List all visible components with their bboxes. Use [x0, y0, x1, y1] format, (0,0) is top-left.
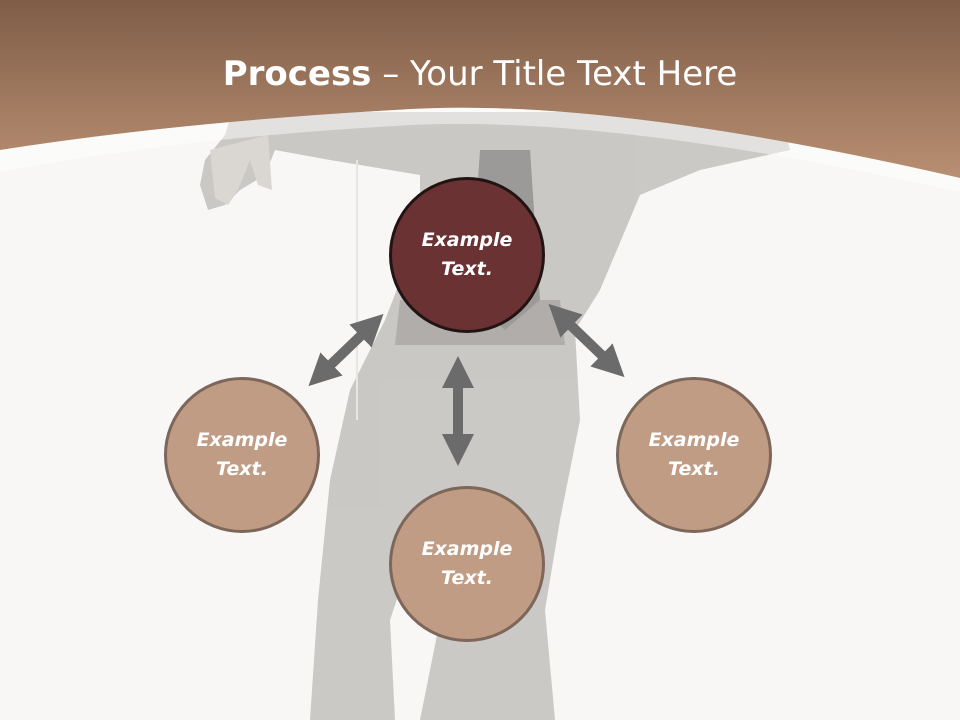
slide-title: Process – Your Title Text Here	[0, 52, 960, 96]
header-band	[0, 0, 960, 178]
right-node-text: Example Text.	[648, 429, 740, 480]
center-node: Example Text.	[389, 177, 545, 333]
arrow-center-right	[548, 303, 625, 378]
left-node: Example Text.	[164, 377, 320, 533]
title-rest: – Your Title Text Here	[371, 54, 738, 94]
arrow-center-left	[308, 313, 384, 387]
left-node-text: Example Text.	[196, 429, 288, 480]
right-node: Example Text.	[616, 377, 772, 533]
bottom-node-text: Example Text.	[421, 538, 513, 589]
bottom-node: Example Text.	[389, 486, 545, 642]
title-bold: Process	[222, 54, 372, 94]
center-node-text: Example Text.	[421, 229, 513, 280]
header-highlight	[0, 107, 960, 192]
